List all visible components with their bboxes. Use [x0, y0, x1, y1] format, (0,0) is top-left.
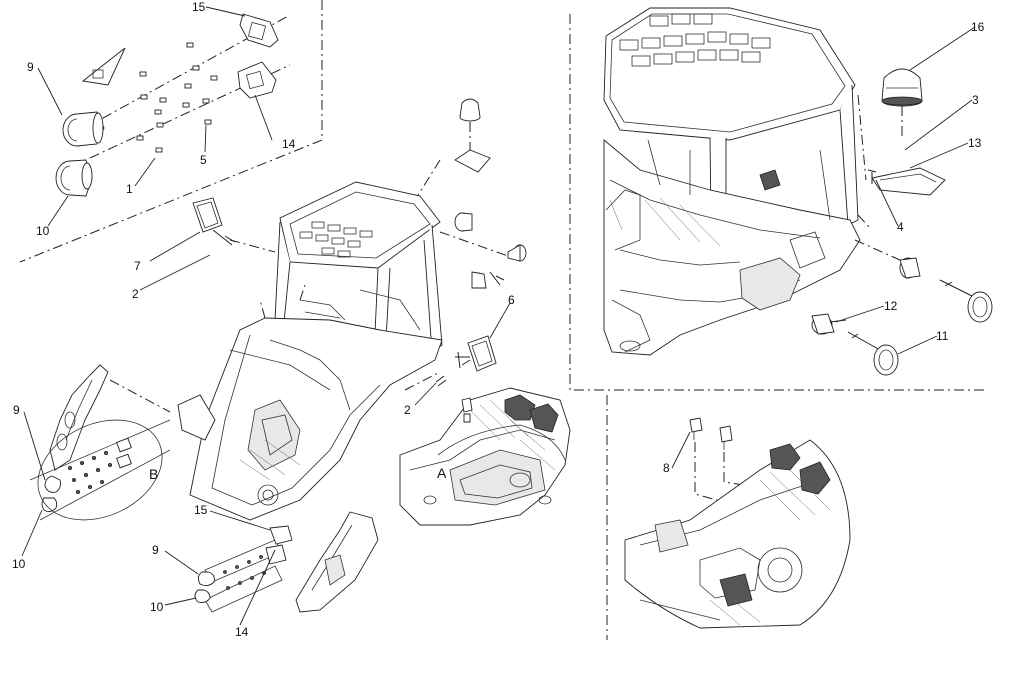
callout-4: 4	[897, 220, 904, 234]
callout-6: 6	[508, 293, 515, 307]
callout-14-bottom: 14	[235, 625, 249, 639]
cab-view-right	[603, 7, 901, 356]
transmission-detail-a	[399, 387, 571, 526]
callout-9-bottom: 9	[152, 543, 159, 557]
callout-12: 12	[884, 299, 898, 313]
callout-9-top: 9	[27, 60, 34, 74]
lamp-kit-upper-left	[55, 13, 291, 197]
mirror-right	[455, 335, 497, 372]
section-dividers	[19, 0, 985, 640]
callout-11: 11	[936, 329, 949, 343]
beacon-right	[867, 68, 946, 196]
leader-lines	[21, 6, 976, 626]
callout-1: 1	[126, 182, 133, 196]
callout-3: 3	[972, 93, 979, 107]
mirror-left	[192, 197, 276, 253]
side-lamps-cab	[439, 212, 527, 289]
callout-14-top: 14	[282, 137, 296, 151]
bracket-assembly-b	[29, 364, 171, 521]
callout-2-left: 2	[132, 287, 139, 301]
callout-b: B	[149, 466, 158, 482]
callout-10-left: 10	[12, 557, 26, 571]
callout-15-bottom: 15	[194, 503, 208, 517]
callout-10-bottom: 10	[150, 600, 164, 614]
callout-9-left: 9	[13, 403, 20, 417]
callout-2-right: 2	[404, 403, 411, 417]
bolt-2-right	[435, 375, 447, 387]
cab-frame-main	[177, 181, 443, 521]
sensor-detail-lower-right	[624, 417, 851, 629]
lower-lamp-cluster	[194, 525, 293, 613]
callout-8: 8	[663, 461, 670, 475]
callout-13: 13	[968, 136, 982, 150]
callout-10-top: 10	[36, 224, 50, 238]
callout-5: 5	[200, 153, 207, 167]
side-lamps-right	[811, 257, 993, 376]
callout-labels: 15 9 14 5 1 10 7 2 6 2 9 B 10 A 15 9 10 …	[12, 0, 985, 639]
callout-7: 7	[134, 259, 141, 273]
lower-pillar-bracket	[295, 511, 379, 613]
callout-16: 16	[971, 20, 985, 34]
callout-15-top: 15	[192, 0, 206, 14]
callout-a: A	[437, 465, 447, 481]
beacon-middle	[414, 98, 491, 201]
